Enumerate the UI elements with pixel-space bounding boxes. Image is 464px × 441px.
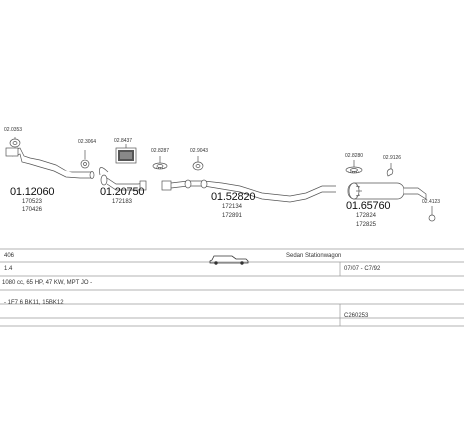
part-code-label: 02.8287 [151,148,170,154]
part-code-label: 02.0353 [4,127,23,133]
part-code-label: 02.4123 [422,199,441,205]
years-label: 07/07 - C7/92 [344,266,381,272]
spec-label: 1080 cc, 65 HP, 47 KW, MPT JO - [2,280,93,286]
clamp-3-drawing [345,160,363,174]
codes-label: - 1F7 6 BK11, 15BK12 [4,300,64,306]
part-number-label[interactable]: 01.52820 [211,191,256,203]
reference-code-label: C260253 [344,313,369,319]
gasket-2-drawing [80,150,90,169]
part-number-label[interactable]: 01.12060 [10,186,55,198]
part-number-label[interactable]: 01.20750 [100,186,145,198]
car-icon [209,255,249,265]
rubber-mount-drawing [428,206,436,222]
clamp-2-drawing [192,156,204,171]
part-code-label: 02.3064 [78,139,97,145]
clamp-drawing [152,156,168,170]
model-label: 406 [4,253,15,259]
part-code-label: 02.8437 [114,138,133,144]
gasket-drawing [9,137,21,148]
part-ref-label: 170523 [22,199,43,205]
body-type-label: Sedan Stationwagon [286,253,342,259]
part-ref-label: 170426 [22,207,43,213]
part-ref-label: 172824 [356,213,377,219]
part-ref-label: 172891 [222,213,243,219]
center-pipe-drawing [161,179,336,203]
rear-silencer-drawing [347,182,427,200]
part-ref-label: 172183 [112,199,133,205]
mounting-kit-drawing [115,144,137,164]
engine-label: 1.4 [4,266,13,272]
intermediate-pipe-drawing [99,167,147,191]
hanger-drawing [386,163,394,177]
front-pipe-drawing [5,147,95,179]
part-ref-label: 172825 [356,222,377,228]
part-code-label: 02.9126 [383,155,402,161]
part-code-label: 02.9043 [190,148,209,154]
part-number-label[interactable]: 01.65760 [346,200,391,212]
part-code-label: 02.8280 [345,153,364,159]
part-ref-label: 172134 [222,204,243,210]
